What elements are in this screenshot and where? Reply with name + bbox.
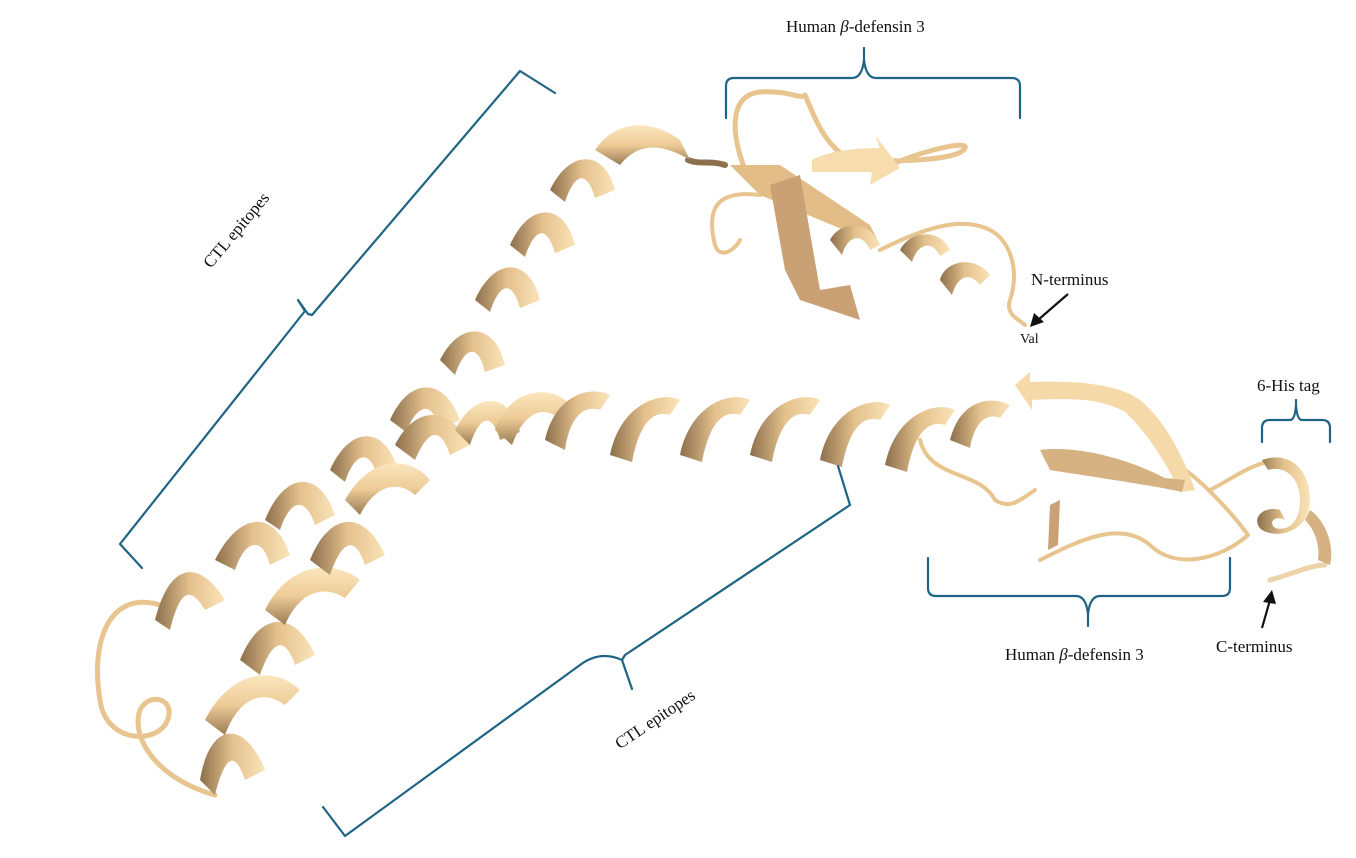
- defensin-top-strands: [730, 135, 990, 320]
- label-n-residue: Val: [1020, 333, 1039, 347]
- defensin-bottom-strands: [1015, 372, 1195, 550]
- label-his-tag: 6-His tag: [1257, 377, 1320, 394]
- his-tag-helix: [1257, 457, 1332, 565]
- label-text: -defensin 3: [848, 17, 925, 36]
- label-text: -defensin 3: [1067, 645, 1144, 664]
- c-tail: [1267, 562, 1328, 583]
- label-text: Human: [1005, 645, 1060, 664]
- helix-horizontal: [495, 391, 1010, 472]
- bracket-ctl-upper: [118, 69, 557, 570]
- label-text: 6-His tag: [1257, 376, 1320, 395]
- n-loop-left: [95, 599, 218, 798]
- bracket-his-tag: [1260, 398, 1332, 444]
- beta-symbol: β: [840, 17, 849, 36]
- label-hbd3-top: Human β-defensin 3: [786, 18, 925, 35]
- linker-top: [685, 157, 728, 168]
- label-hbd3-bottom: Human β-defensin 3: [1005, 646, 1144, 663]
- c-terminus-arrowhead: [1263, 590, 1276, 604]
- label-text: N-terminus: [1031, 270, 1109, 289]
- n-terminus-arrowhead: [1030, 313, 1044, 327]
- annotation-brackets: [118, 46, 1332, 838]
- n-terminus-arrow: [1037, 293, 1069, 321]
- c-terminus-arrow: [1260, 599, 1272, 629]
- helix-lower-diagonal: [200, 400, 520, 795]
- label-text: Human: [786, 17, 841, 36]
- bracket-hbd3-bottom: [926, 556, 1232, 628]
- beta-symbol: β: [1059, 645, 1068, 664]
- helix-upper: [155, 125, 690, 630]
- label-c-terminus: C-terminus: [1216, 638, 1293, 655]
- defensin-bottom-coil: [918, 438, 1270, 562]
- defensin-top-coil: [710, 192, 1027, 327]
- bracket-hbd3-top: [724, 46, 1022, 120]
- label-text: Val: [1020, 332, 1039, 347]
- label-text: C-terminus: [1216, 637, 1293, 656]
- terminus-arrows: [1030, 293, 1276, 629]
- bracket-ctl-lower: [321, 464, 852, 838]
- label-n-terminus: N-terminus: [1031, 271, 1108, 288]
